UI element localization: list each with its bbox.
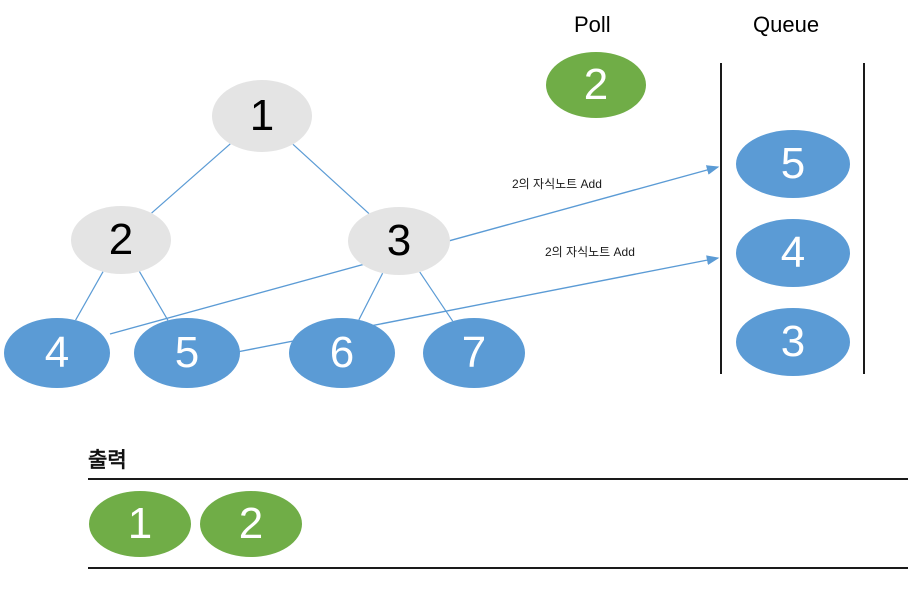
node-value: 7 — [461, 328, 487, 377]
queue-title: Queue — [753, 12, 820, 37]
node-value: 3 — [780, 317, 806, 366]
queue-node-4: 4 — [736, 219, 850, 287]
tree-node-2[interactable]: 2 — [71, 206, 171, 274]
node-value: 3 — [386, 216, 412, 265]
queue-rail-left — [720, 63, 722, 374]
tree-node-4[interactable]: 4 — [4, 318, 110, 388]
tree-edge-1-3 — [292, 143, 370, 214]
node-value: 1 — [127, 499, 153, 548]
node-value: 5 — [174, 328, 200, 377]
output-bottom-rule — [88, 567, 908, 569]
node-value: 6 — [329, 328, 355, 377]
output-node-2: 2 — [200, 491, 302, 557]
tree-node-6[interactable]: 6 — [289, 318, 395, 388]
node-value: 1 — [249, 91, 275, 140]
tree-edge-3-6 — [358, 272, 384, 321]
queue-node-3: 3 — [736, 308, 850, 376]
tree-edge-3-7 — [419, 271, 454, 322]
poll-node-2: 2 — [546, 52, 646, 118]
output-top-rule — [88, 478, 908, 480]
add-arrow-label-1: 2의 자식노트 Add — [512, 177, 602, 191]
output-label: 출력 — [88, 449, 127, 472]
node-value: 4 — [44, 328, 70, 377]
node-value: 2 — [108, 215, 134, 264]
tree-edge-1-2 — [151, 143, 231, 214]
tree-node-3[interactable]: 3 — [348, 207, 450, 275]
tree-edge-2-5 — [138, 271, 169, 321]
output-node-1: 1 — [89, 491, 191, 557]
tree-node-5[interactable]: 5 — [134, 318, 240, 388]
add-arrow-label-2: 2의 자식노트 Add — [545, 245, 635, 259]
tree-node-1[interactable]: 1 — [212, 80, 312, 152]
queue-rail-right — [863, 63, 865, 374]
tree-edge-2-4 — [75, 271, 104, 321]
node-value: 4 — [780, 228, 806, 277]
poll-title: Poll — [574, 12, 611, 37]
node-value: 2 — [238, 499, 264, 548]
queue-node-5: 5 — [736, 130, 850, 198]
node-value: 5 — [780, 139, 806, 188]
tree-node-7[interactable]: 7 — [423, 318, 525, 388]
node-value: 2 — [583, 60, 609, 109]
